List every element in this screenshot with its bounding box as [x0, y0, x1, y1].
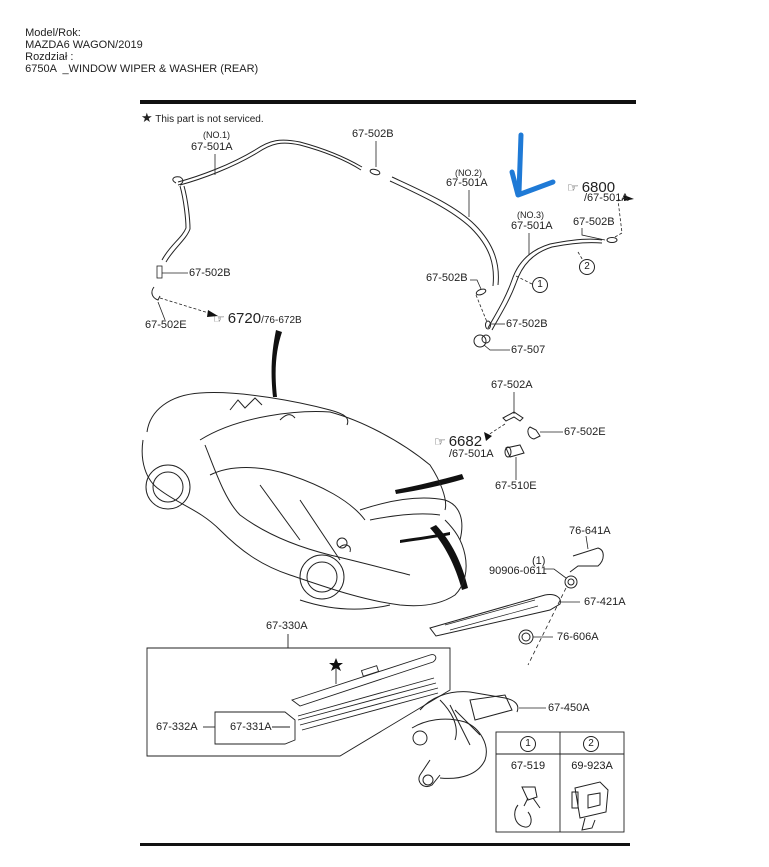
- ref-6800-part: /67-501A: [584, 192, 629, 204]
- blade-shape: [291, 654, 437, 707]
- section-line: Rozdział : 6750A _WINDOW WIPER & WASHER …: [19, 39, 258, 75]
- hose-no2: [389, 176, 499, 287]
- part-nut[interactable]: 90906-0611: [489, 565, 547, 577]
- hand-pointer-icon: ☞: [567, 180, 579, 195]
- model-label: Model/Rok:: [25, 27, 81, 39]
- ref-6800[interactable]: ☞ 6800: [567, 179, 616, 196]
- ref-6682-part: /67-501A: [449, 448, 494, 460]
- joint-a-shape: [502, 411, 524, 422]
- part-joint-right[interactable]: 67-502B: [573, 216, 615, 228]
- nut-qty: (1): [532, 555, 546, 567]
- hose-no3-tag: (NO.3): [517, 210, 544, 220]
- part-elbow-right[interactable]: 67-502E: [564, 426, 606, 438]
- not-serviced-star: [329, 658, 343, 671]
- car-illustration: [141, 392, 467, 610]
- blade-assembly-box: [146, 634, 451, 757]
- part-check-valve[interactable]: 67-507: [511, 344, 546, 356]
- hand-pointer-icon: ☞: [213, 311, 225, 326]
- ref-6720[interactable]: ☞ 6720/76-672B: [213, 310, 302, 327]
- pointer-rear-roof: [395, 474, 464, 494]
- part-joint-lower[interactable]: 67-502B: [506, 318, 548, 330]
- hose-no1-tag: (NO.1): [203, 130, 230, 140]
- part-joint-left[interactable]: 67-502B: [189, 267, 231, 279]
- elbow-right-shape: [527, 426, 541, 440]
- part-hose-no2[interactable]: 67-501A: [446, 177, 488, 189]
- hand-pointer-icon: ☞: [434, 434, 446, 449]
- pointer-rear-gate: [430, 525, 468, 590]
- part-hose-no1[interactable]: 67-501A: [191, 141, 233, 153]
- table-index-2: 2: [583, 736, 599, 752]
- hose-no1: [161, 139, 363, 263]
- blue-annotation-arrow: [509, 132, 556, 198]
- callout-1: 1: [532, 277, 548, 293]
- part-nozzle[interactable]: 67-510E: [495, 480, 537, 492]
- wiper-motor-illustration: [411, 691, 519, 788]
- frame-bottom-bar: [140, 843, 630, 846]
- wiper-arm-shape: [429, 594, 561, 637]
- part-bushing[interactable]: 76-606A: [557, 631, 599, 643]
- check-valve-shape: [473, 334, 487, 348]
- ref-6682[interactable]: ☞ 6682: [434, 433, 483, 450]
- section-value: 6750A _WINDOW WIPER & WASHER (REAR): [25, 63, 259, 75]
- hose-no2-tag: (NO.2): [455, 168, 482, 178]
- part-blade-assy[interactable]: 67-330A: [266, 620, 308, 632]
- part-joint-mid[interactable]: 67-502B: [426, 272, 468, 284]
- callout-2: 2: [579, 259, 595, 275]
- clip-67-519-illustration: [514, 786, 541, 828]
- table-part-2[interactable]: 69-923A: [571, 760, 613, 772]
- part-blade-refill[interactable]: 67-331A: [230, 721, 272, 733]
- model-value: MAZDA6 WAGON/2019: [25, 39, 143, 51]
- part-motor[interactable]: 67-450A: [548, 702, 590, 714]
- model-line: Model/Rok: MAZDA6 WAGON/2019: [19, 15, 143, 51]
- frame-top-bar: [140, 100, 636, 104]
- cap-shape: [569, 547, 604, 573]
- joint-right-shape: [606, 237, 618, 243]
- part-hose-no3[interactable]: 67-501A: [511, 220, 553, 232]
- table-part-1[interactable]: 67-519: [510, 760, 546, 772]
- sub-parts-table: [495, 731, 625, 833]
- nozzle-shape: [505, 444, 525, 458]
- part-joint-top[interactable]: 67-502B: [352, 128, 394, 140]
- section-label: Rozdział :: [25, 51, 74, 63]
- elbow-left-shape: [151, 286, 161, 301]
- table-index-1: 1: [520, 736, 536, 752]
- pointer-roof: [271, 330, 282, 397]
- bushing-shape: [518, 629, 534, 645]
- star-icon: ★: [141, 110, 153, 125]
- part-arm[interactable]: 67-421A: [584, 596, 626, 608]
- legend-note: ★ This part is not serviced.: [141, 110, 264, 125]
- part-cap[interactable]: 76-641A: [569, 525, 611, 537]
- part-joint-a[interactable]: 67-502A: [491, 379, 533, 391]
- part-blade-refill-outer[interactable]: 67-332A: [156, 721, 198, 733]
- part-elbow-left[interactable]: 67-502E: [145, 319, 187, 331]
- joint-top-shape: [369, 168, 381, 176]
- connector-69-923A-illustration: [571, 781, 609, 831]
- hose-no3: [487, 238, 603, 331]
- joint-left-shape: [156, 265, 163, 279]
- nut-shape: [564, 575, 578, 589]
